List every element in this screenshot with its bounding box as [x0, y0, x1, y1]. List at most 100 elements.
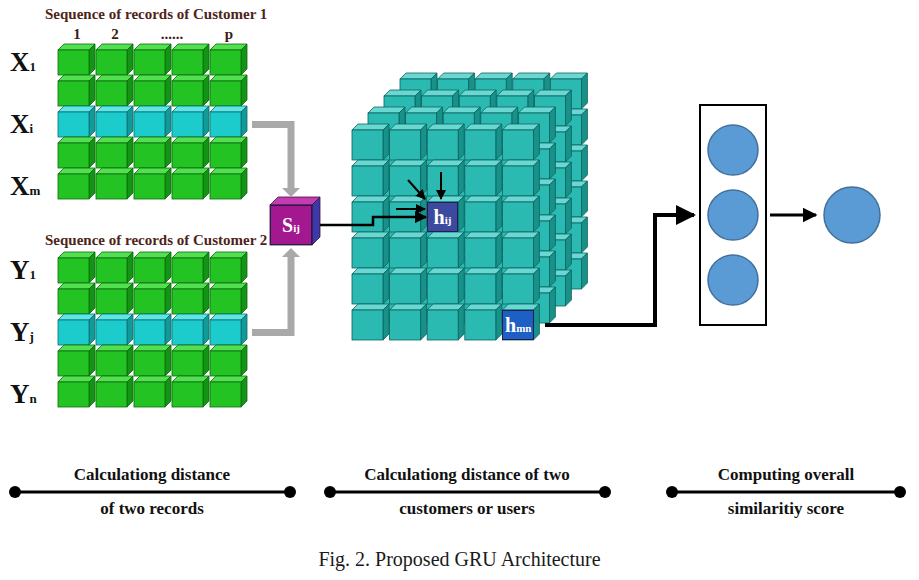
cube-front	[96, 50, 127, 75]
cube-side	[496, 304, 502, 340]
cube-side	[203, 137, 209, 168]
cube-front	[134, 81, 165, 106]
record-cube	[134, 106, 171, 137]
cube-front	[58, 112, 89, 137]
state-cube	[422, 198, 459, 234]
cube-side	[241, 106, 247, 137]
cube-side	[533, 268, 539, 304]
state-cube	[459, 198, 496, 234]
cube-front	[58, 351, 89, 376]
cube-front	[96, 174, 127, 199]
state-cube	[465, 232, 502, 268]
cube-side	[89, 137, 95, 168]
cube-front	[96, 320, 127, 345]
state-cube	[384, 162, 421, 198]
cube-side	[458, 304, 464, 340]
record-label: Xm	[10, 172, 40, 202]
record-cube	[210, 252, 247, 283]
record-cube	[58, 44, 95, 75]
cube-front	[390, 274, 421, 304]
cube-front	[270, 205, 312, 245]
cube-front	[210, 112, 241, 137]
state-cube	[384, 126, 421, 162]
cube-side	[89, 345, 95, 376]
record-cube	[58, 252, 95, 283]
cube-side	[383, 304, 389, 340]
cube-side	[383, 124, 389, 160]
record-cube	[134, 252, 171, 283]
output-arrow	[770, 214, 816, 217]
record-cube	[134, 75, 171, 106]
state-cube	[390, 124, 427, 160]
state-cube	[422, 234, 459, 270]
timeline-dot	[9, 486, 21, 498]
cube-front	[465, 238, 496, 268]
cube-front	[58, 174, 89, 199]
cube-side	[89, 283, 95, 314]
state-cube	[497, 126, 534, 162]
state-cube	[497, 198, 534, 234]
cube-front	[134, 382, 165, 407]
cube-front	[502, 274, 533, 304]
record-cube	[134, 137, 171, 168]
cube-side	[458, 160, 464, 196]
cube-top	[270, 197, 320, 205]
state-cube	[427, 124, 464, 160]
record-cube	[172, 75, 209, 106]
cube-side	[581, 145, 587, 181]
cube-side	[565, 162, 571, 198]
record-cube	[96, 44, 133, 75]
cube-side	[203, 168, 209, 199]
cube-front	[390, 238, 421, 268]
state-cube	[427, 196, 464, 232]
state-cube	[497, 270, 534, 306]
state-cube	[384, 234, 421, 270]
cube-side	[383, 196, 389, 232]
state-cube	[352, 232, 389, 268]
cube-side	[165, 168, 171, 199]
cube-side	[165, 345, 171, 376]
cube-side	[533, 124, 539, 160]
state-cube	[465, 124, 502, 160]
cube-side	[165, 75, 171, 106]
cube-front	[134, 50, 165, 75]
state-cube	[465, 304, 502, 340]
cube-side	[127, 252, 133, 283]
neuron	[708, 125, 758, 175]
cube-side	[203, 314, 209, 345]
column-ellipsis: ......	[161, 26, 184, 43]
cube-side	[165, 252, 171, 283]
record-cube	[96, 376, 133, 407]
record-cube	[96, 252, 133, 283]
cube-side	[203, 345, 209, 376]
cube-side	[581, 109, 587, 145]
cube-side	[496, 196, 502, 232]
record-cube	[210, 376, 247, 407]
cube-front	[58, 320, 89, 345]
cube-side	[549, 251, 555, 287]
timeline-dot	[284, 486, 296, 498]
cube-front	[58, 258, 89, 283]
cube-side	[241, 137, 247, 168]
cube-side	[565, 270, 571, 306]
cube-side	[241, 168, 247, 199]
record-cube	[96, 168, 133, 199]
cube-front	[96, 382, 127, 407]
cube-side	[203, 283, 209, 314]
cube-front	[390, 130, 421, 160]
state-cube	[427, 232, 464, 268]
stage-label: Calculationg distance of two customers o…	[357, 458, 577, 526]
neuron	[708, 255, 758, 305]
cube-front	[58, 289, 89, 314]
cube-front	[96, 258, 127, 283]
record-cube	[210, 314, 247, 345]
record-cube	[172, 137, 209, 168]
cube-side	[127, 376, 133, 407]
cube-front	[502, 130, 533, 160]
cube-front	[134, 258, 165, 283]
record-label: Y1	[10, 256, 36, 286]
cube-front	[172, 50, 203, 75]
